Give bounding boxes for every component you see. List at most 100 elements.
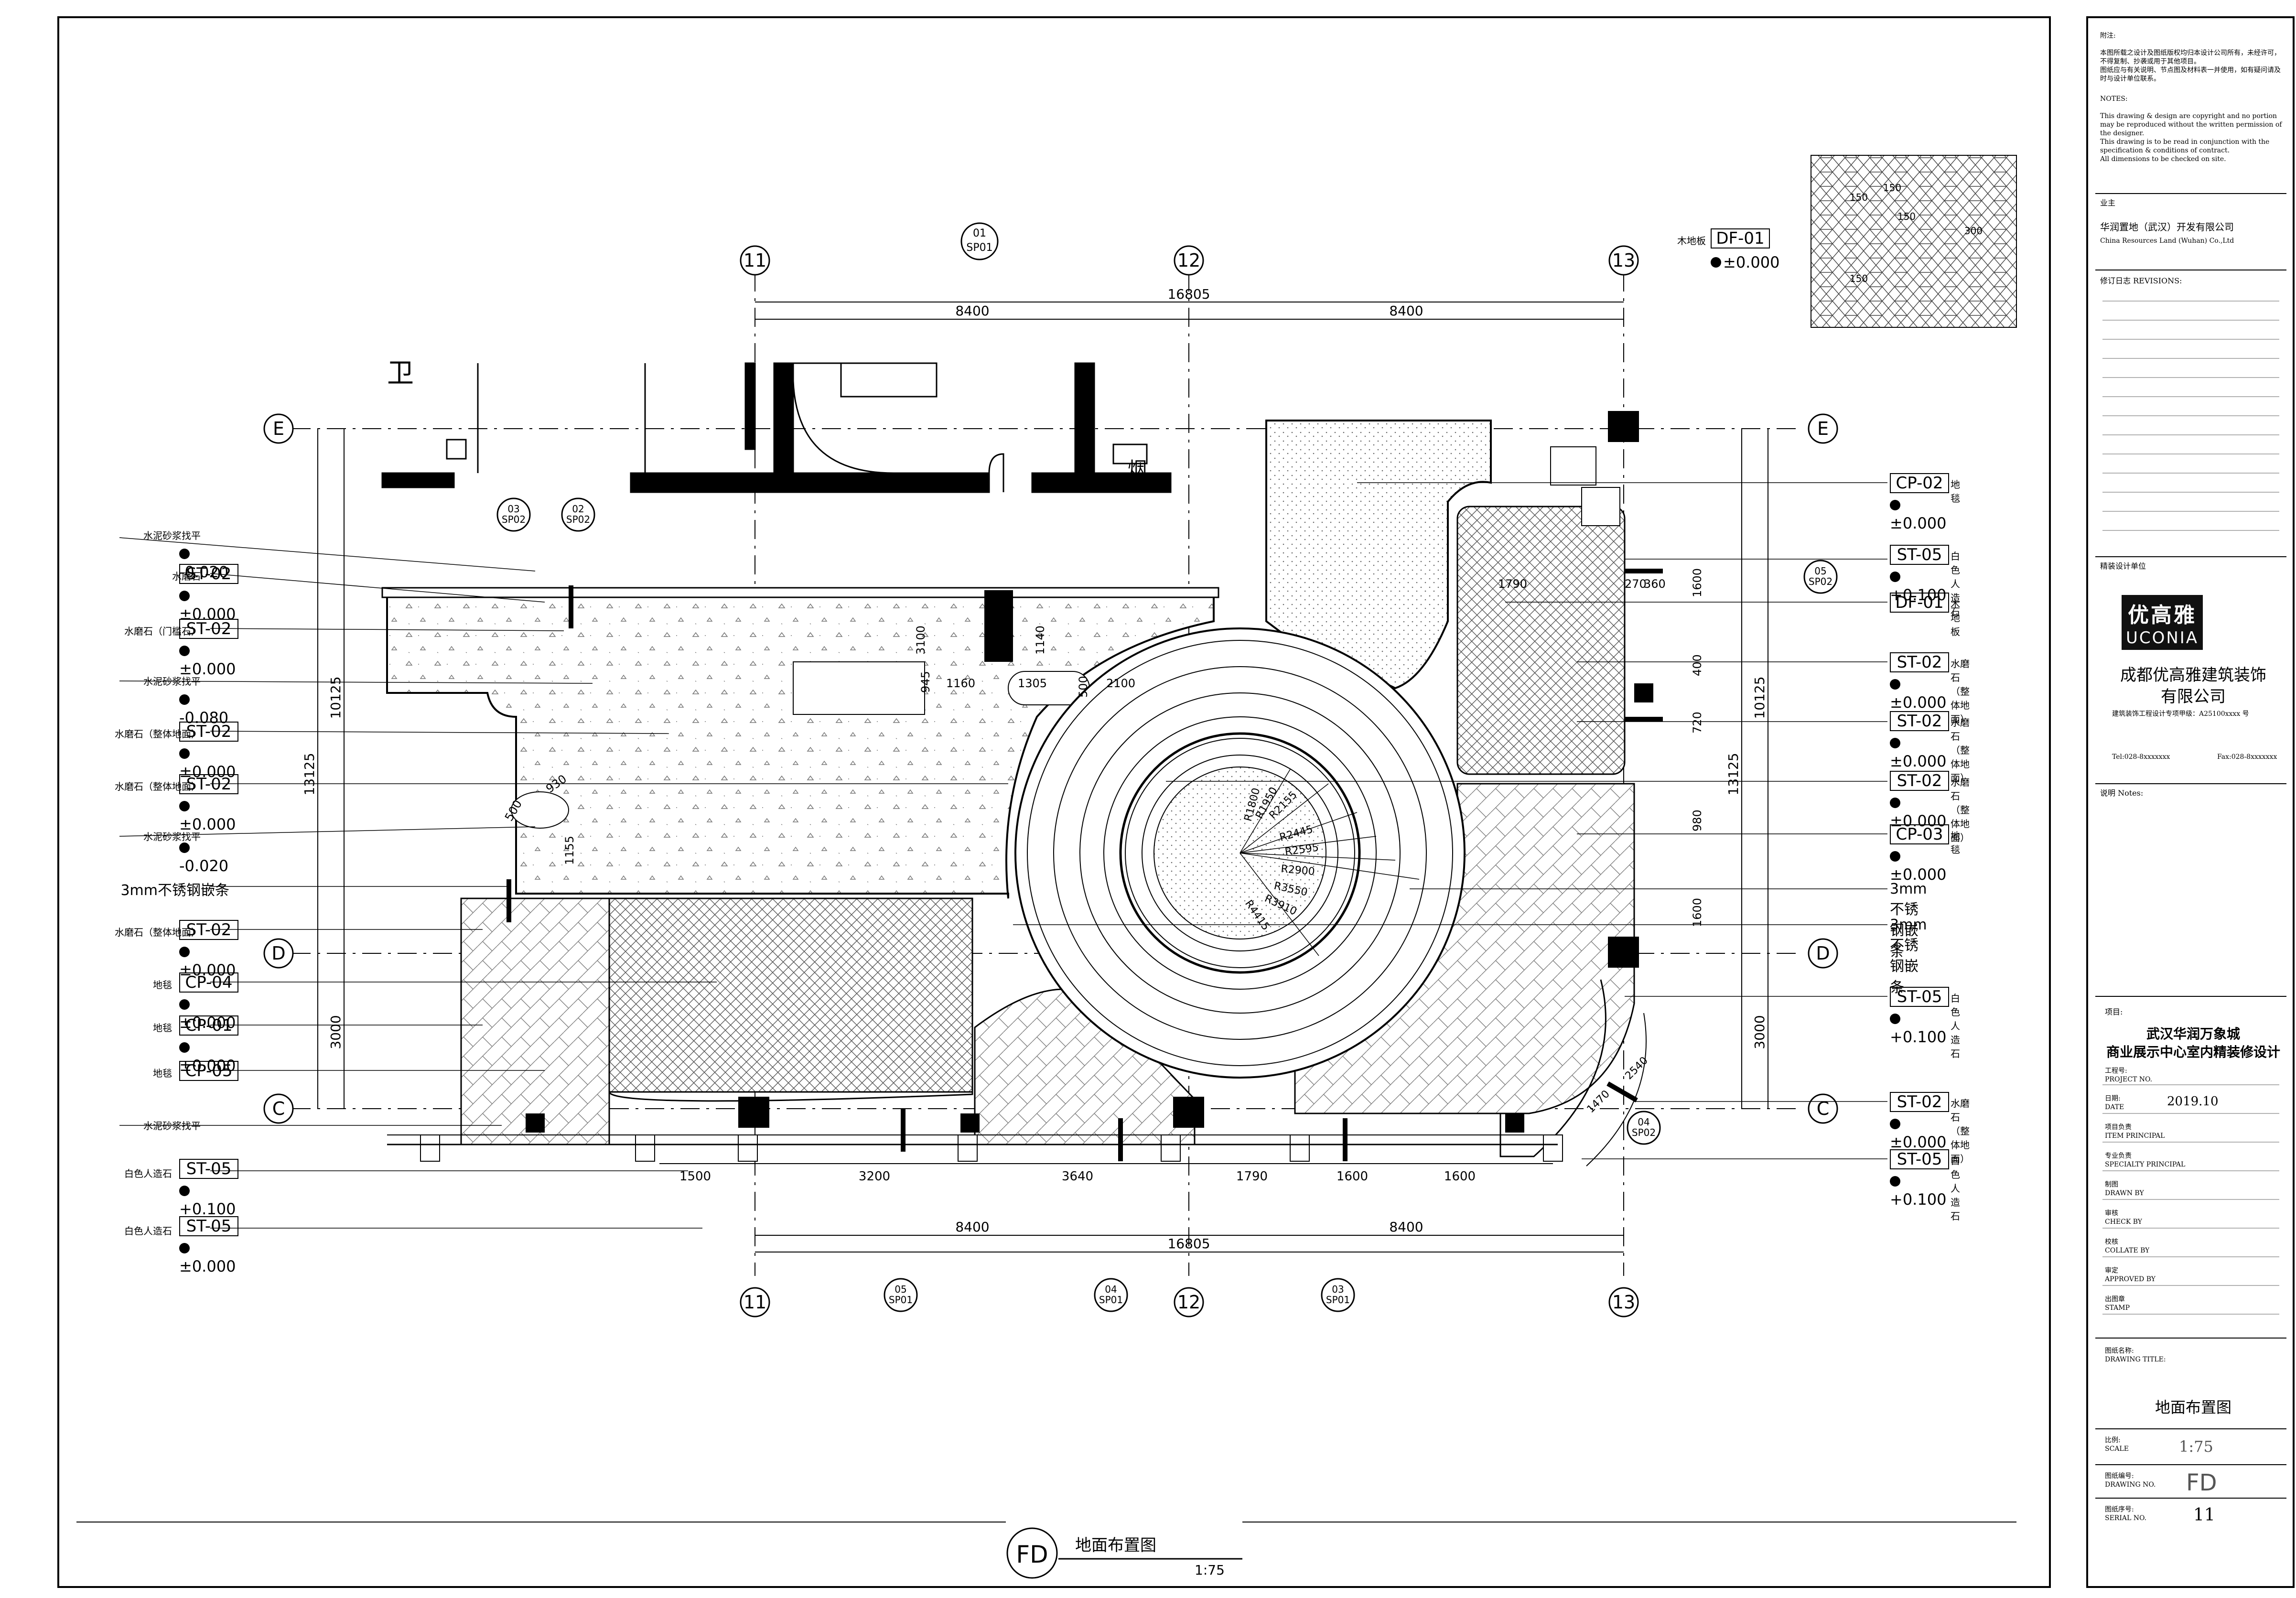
- dim-r1790: 1790: [1498, 577, 1527, 591]
- left-tag-15-code: ST-05: [179, 1216, 238, 1236]
- right-tag-7-desc: 地毯: [1951, 830, 1960, 855]
- dim-right-13125: 13125: [1725, 753, 1741, 795]
- left-tag-9-desc: 水磨石（整体地面）: [115, 927, 201, 938]
- serial-no-label: 图纸序号: SERIAL NO.: [2105, 1506, 2147, 1522]
- project-name-1: 武汉华润万象城: [2146, 1026, 2240, 1042]
- section-05-ref: SP02: [1809, 576, 1832, 587]
- project-no-label: 工程号: PROJECT NO.: [2105, 1067, 2153, 1083]
- dim-d1305: 1305: [1018, 677, 1047, 690]
- parquet-legend-pattern: [1811, 155, 2017, 328]
- dim-r1600: 1600: [1691, 568, 1704, 597]
- terrazzo-upper-zone: [386, 592, 1215, 899]
- level-marker-icon: [1890, 572, 1900, 582]
- collate-label: 校核 COLLATE BY: [2105, 1238, 2150, 1254]
- right-tag-3-code: DF-01: [1890, 593, 1949, 613]
- dim-left-13125: 13125: [302, 753, 317, 795]
- dim-top-right: 8400: [1389, 303, 1423, 319]
- right-tag-6-desc: 水磨石（整体地面）: [1951, 777, 1970, 843]
- left-tag-14-desc: 白色人造石: [124, 1168, 172, 1179]
- dim-bottom-total: 16805: [1167, 1236, 1210, 1252]
- right-tag-10-desc: 白色人造石: [1951, 993, 1960, 1059]
- section-02-ref: SP02: [566, 514, 590, 525]
- carpet-zone-right-tiles: [1456, 506, 1626, 775]
- axis-11-top: 11: [744, 250, 766, 271]
- dim-top-left: 8400: [955, 303, 989, 319]
- company-logo: 优高雅 UCONIA: [2122, 595, 2203, 650]
- axis-12-bottom: 12: [1177, 1292, 1200, 1313]
- left-tag-5-elev: ±0.000: [179, 745, 236, 781]
- legend-d150-b: 150: [1883, 182, 1901, 194]
- notes-cn-label: 附注:: [2100, 32, 2116, 40]
- date-label: 日期: DATE: [2105, 1095, 2124, 1111]
- level-marker-icon: [1890, 500, 1900, 510]
- left-tag-8-desc: 3mm不锈钢嵌条: [120, 882, 229, 899]
- right-tag-12-elev: +0.100: [1890, 1172, 1946, 1209]
- logo-brand-en: UCONIA: [2125, 628, 2199, 648]
- dim-bottom-left: 8400: [955, 1219, 989, 1235]
- dim-d500: 500: [1077, 676, 1090, 698]
- revisions-label: 修订日志 REVISIONS:: [2100, 276, 2182, 285]
- right-tag-1-desc: 地毯: [1951, 479, 1960, 504]
- dim-r270: 270: [1625, 577, 1647, 591]
- titleblock-lines: [2095, 193, 2286, 1499]
- section-b04-code: 04: [1105, 1284, 1117, 1295]
- left-tag-5-code: ST-02: [179, 722, 238, 742]
- section-01-code: 01: [973, 227, 986, 239]
- project-name-2: 商业展示中心室内精装修设计: [2106, 1044, 2280, 1060]
- level-marker-icon: [1890, 851, 1900, 862]
- axis-11-bottom: 11: [744, 1292, 766, 1313]
- dim-d1140: 1140: [1034, 626, 1047, 655]
- left-tag-5-desc: 水磨石（整体地面）: [115, 728, 201, 740]
- right-tag-5-desc: 水磨石（整体地面）: [1951, 717, 1970, 784]
- section-05-code: 05: [1814, 565, 1826, 577]
- right-tag-12-desc: 白色人造石: [1951, 1155, 1960, 1222]
- left-tag-6-elev: ±0.000: [179, 797, 236, 833]
- level-marker-icon: [179, 842, 190, 853]
- dim-left-3000: 3000: [328, 1015, 344, 1049]
- drawing-frame: [57, 16, 2051, 1588]
- dim-d2100: 2100: [1106, 677, 1135, 690]
- section-02-code: 02: [572, 503, 584, 515]
- left-tag-6-desc: 水磨石（整体地面）: [115, 781, 201, 792]
- drawn-label: 制图 DRAWN BY: [2105, 1181, 2144, 1197]
- dim-r360: 360: [1644, 577, 1666, 591]
- legend-d300: 300: [1964, 225, 1983, 237]
- left-tag-2-code: ST-02: [179, 564, 238, 584]
- axis-D-right: D: [1816, 943, 1830, 964]
- level-marker-icon: [1890, 1176, 1900, 1187]
- right-tag-5-code: ST-02: [1890, 711, 1949, 731]
- level-marker-icon: [1711, 257, 1721, 268]
- section-b05-code: 05: [895, 1284, 906, 1295]
- radius-r2900: R2900: [1280, 863, 1315, 878]
- left-tag-10-elev: ±0.000: [179, 995, 236, 1032]
- axis-13-top: 13: [1612, 250, 1635, 271]
- right-tag-2-elev: +0.100: [1890, 568, 1946, 604]
- company-address: 建筑装饰工程设计专项甲级：A25100xxxx 号: [2112, 710, 2249, 718]
- legend-desc: 木地板: [1677, 235, 1706, 247]
- left-tag-2-desc: 水磨石: [172, 571, 201, 582]
- left-tag-3-elev: ±0.000: [179, 642, 236, 678]
- right-tag-9-desc: 3mm不锈钢嵌条: [1890, 917, 1927, 996]
- scale-value: 1:75: [2179, 1437, 2213, 1456]
- check-label: 审核 CHECK BY: [2105, 1209, 2143, 1226]
- serial-no-value: 11: [2193, 1505, 2215, 1525]
- right-tag-2-desc: 白色人造石: [1951, 551, 1960, 617]
- right-tag-7-code: CP-03: [1890, 824, 1949, 844]
- drawing-no-label: 图纸编号: DRAWING NO.: [2105, 1472, 2156, 1489]
- level-marker-icon: [179, 748, 190, 759]
- company-name-1: 成都优高雅建筑装饰: [2120, 666, 2266, 685]
- left-tag-14-code: ST-05: [179, 1159, 238, 1179]
- level-marker-icon: [1890, 1014, 1900, 1024]
- section-03-ref: SP02: [502, 514, 526, 525]
- left-tag-4-desc: 水泥砂浆找平: [143, 676, 201, 687]
- right-tag-1-code: CP-02: [1890, 473, 1949, 493]
- drawing-label-symbol: FD: [1016, 1541, 1048, 1568]
- dim-b1600a: 1600: [1337, 1169, 1368, 1184]
- left-tag-9-elev: ±0.000: [179, 943, 236, 979]
- right-tag-7-elev: ±0.000: [1890, 847, 1946, 884]
- dim-b3640: 3640: [1062, 1169, 1093, 1184]
- carpet-zone-upper-right: [1265, 420, 1492, 690]
- notes-en-text: This drawing & design are copyright and …: [2100, 112, 2282, 163]
- left-tag-7-elev: -0.020: [179, 839, 228, 875]
